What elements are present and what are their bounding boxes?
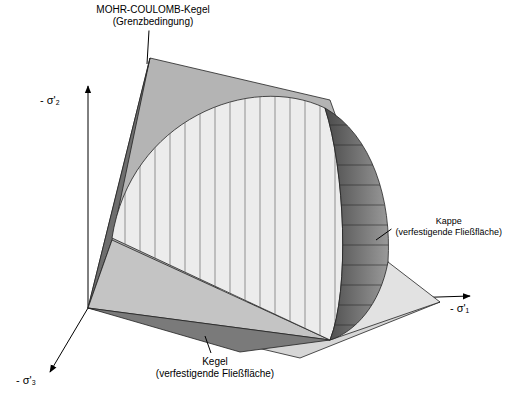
axis-label: - σ'₂ <box>40 94 60 107</box>
callout-label: MOHR-COULOMB-Kegel <box>96 4 209 16</box>
cap-vertical-hatch <box>125 80 335 360</box>
callout-label: Kappe <box>436 216 462 226</box>
callout-label: (verfestigende Fließfläche) <box>395 227 502 237</box>
leader-line <box>376 229 391 240</box>
callout-label: (Grenzbedingung) <box>113 16 194 28</box>
callout-label: (verfestigende Fließfläche) <box>156 368 274 380</box>
axis-label: - σ'₁ <box>450 302 469 315</box>
cap-horizontal-hatch <box>320 125 400 325</box>
cap-light-surface <box>112 96 343 340</box>
axis-label: - σ'₃ <box>16 374 36 387</box>
leader-line <box>205 336 211 353</box>
axis-sigma3 <box>50 308 88 372</box>
leader-line <box>147 31 149 65</box>
axis-sigma2 <box>88 86 89 308</box>
callout-label: Kegel <box>202 356 228 368</box>
